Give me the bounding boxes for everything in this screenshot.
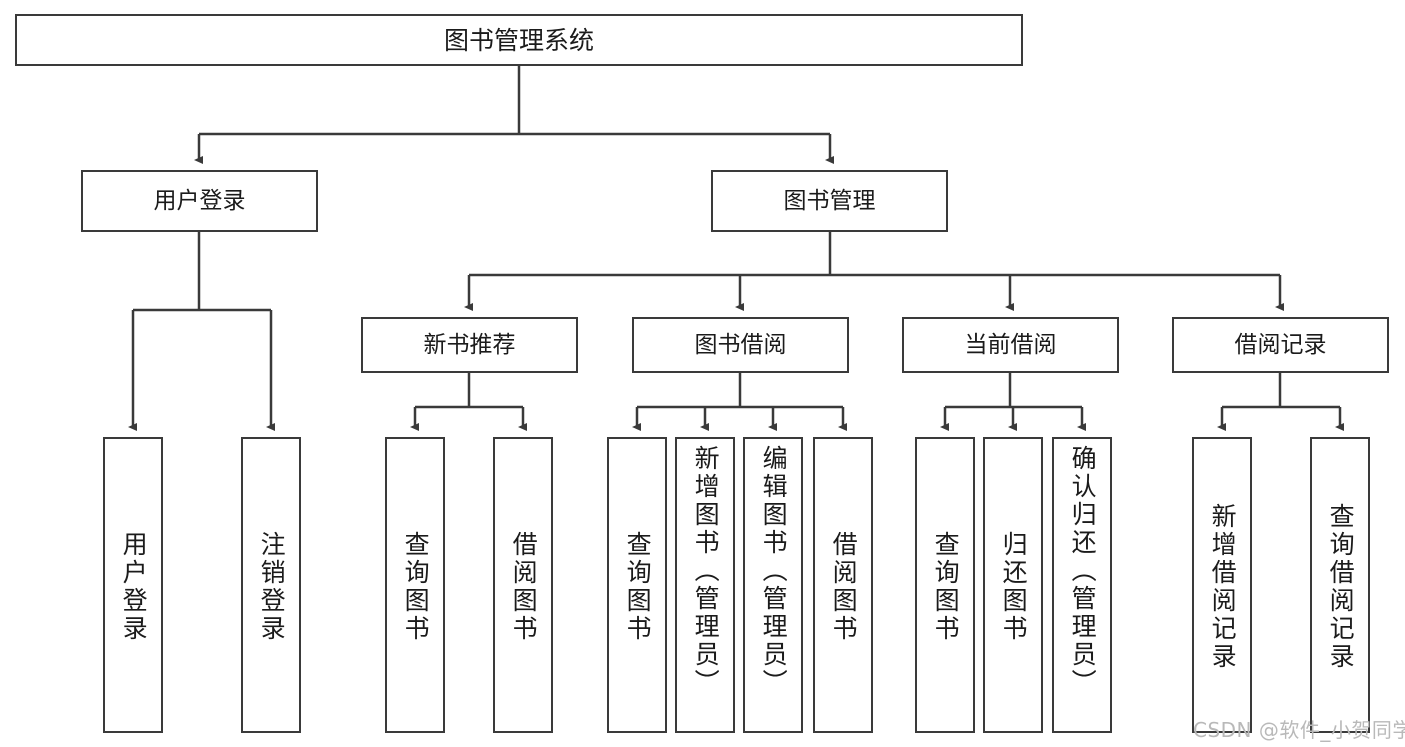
leaf-user-login[interactable]: 用户登录 [103,437,163,733]
node-label: 注销登录 [257,531,287,643]
node-book-borrow[interactable]: 图书借阅 [632,317,849,373]
node-current-borrow[interactable]: 当前借阅 [902,317,1119,373]
node-label: 查询图书 [623,531,653,643]
node-borrow-record[interactable]: 借阅记录 [1172,317,1389,373]
node-book-management[interactable]: 图书管理 [711,170,948,232]
node-label: 图书管理系统 [443,25,594,55]
leaf-confirm-return-admin[interactable]: 确认归还（管理员） [1052,437,1112,733]
leaf-user-logout[interactable]: 注销登录 [241,437,301,733]
node-label: 编辑图书（管理员） [759,445,789,697]
csdn-watermark: CSDN @软件_小贺同学 [1193,718,1405,742]
node-label: 新书推荐 [423,331,516,358]
node-label: 图书借阅 [694,331,787,358]
leaf-edit-book-admin[interactable]: 编辑图书（管理员） [743,437,803,733]
node-label: 新增图书（管理员） [691,445,721,697]
node-label: 查询图书 [401,531,431,643]
leaf-return-book[interactable]: 归还图书 [983,437,1043,733]
leaf-add-book-admin[interactable]: 新增图书（管理员） [675,437,735,733]
node-label: 用户登录 [119,531,149,643]
node-label: 图书管理 [783,187,876,214]
node-label: 当前借阅 [964,331,1057,358]
node-label: 确认归还（管理员） [1068,445,1098,697]
node-label: 借阅记录 [1234,331,1327,358]
node-label: 查询借阅记录 [1326,503,1356,671]
node-label: 借阅图书 [829,531,859,643]
node-label: 用户登录 [153,187,246,214]
node-label: 查询图书 [931,531,961,643]
leaf-query-book-recommend[interactable]: 查询图书 [385,437,445,733]
node-user-login[interactable]: 用户登录 [81,170,318,232]
node-label: 借阅图书 [509,531,539,643]
leaf-query-borrow-record[interactable]: 查询借阅记录 [1310,437,1370,733]
leaf-borrow-book[interactable]: 借阅图书 [813,437,873,733]
leaf-add-borrow-record[interactable]: 新增借阅记录 [1192,437,1252,733]
node-root-system[interactable]: 图书管理系统 [15,14,1023,66]
leaf-query-book-borrow[interactable]: 查询图书 [607,437,667,733]
node-label: 归还图书 [999,531,1029,643]
leaf-query-book-current[interactable]: 查询图书 [915,437,975,733]
node-label: 新增借阅记录 [1208,503,1238,671]
leaf-borrow-book-recommend[interactable]: 借阅图书 [493,437,553,733]
node-new-book-recommend[interactable]: 新书推荐 [361,317,578,373]
